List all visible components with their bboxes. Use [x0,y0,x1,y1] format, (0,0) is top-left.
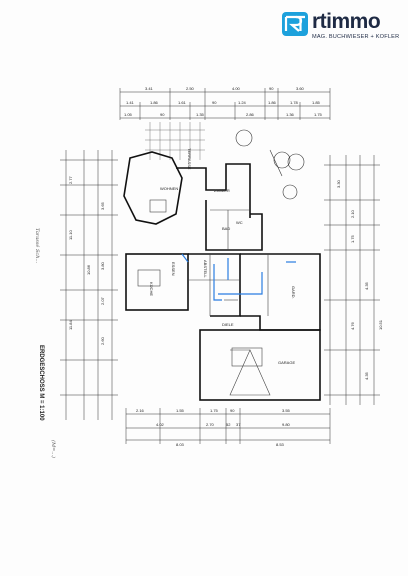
handwritten-note-right: (M=...) [50,440,57,458]
top-dim2-3: 1.61 [178,100,187,105]
right-dim-6: 4.35 [364,281,369,290]
left-dim-5: 3.80 [100,261,105,270]
left-dim-3: 10.86 [86,264,91,275]
right-dim-3: 1.75 [350,234,355,243]
rtimmo-logo: rtimmo MAG. BUCHWIESER + KOFLER [282,10,400,44]
bottom-dim3-2: 8.53 [276,442,285,447]
top-dim3-6: 1.75 [314,112,323,117]
left-dim-1: 2.77 [68,175,73,184]
room-diele: DIELE [222,322,234,327]
logo-subtitle: MAG. BUCHWIESER + KOFLER [312,34,400,40]
left-dim-2: 11.10 [68,230,73,240]
top-dim2-6: 1.86 [268,100,277,105]
top-dim3-5: 1.36 [286,112,295,117]
right-dim-7: 4.35 [364,371,369,380]
bottom-dim-2: 1.55 [176,408,185,413]
terrace-pergola [145,122,205,160]
left-dim-8: 11.84 [68,320,73,330]
top-dim-3: 4.00 [232,86,241,91]
interior-walls [137,199,271,396]
top-dim-4: 90 [269,86,274,91]
room-terrasse: TERRASSE [187,148,192,170]
handwritten-note-left: Tarassé Sch... [34,228,41,264]
right-dimension-lines [324,155,380,405]
bottom-dim-1: 2.16 [136,408,145,413]
logo-mark-icon [282,12,308,36]
right-dim-4: 4.76 [350,321,355,330]
building-walls [123,151,321,401]
top-dim2-4: 90 [212,100,217,105]
tree-symbols [235,129,305,200]
room-wc: WC [236,220,243,225]
room-essen: ESSEN [171,262,176,276]
bottom-dim2-4: 37 [236,422,241,427]
room-wohnen: WOHNEN [160,186,178,191]
top-dim2-2: 1.86 [150,100,159,105]
bottom-dim2-2: 2.70 [206,422,215,427]
left-dimension-lines [60,150,118,420]
plan-title: ERDGESCHOSS M = 1:100 [38,345,44,421]
top-dim2-7: 1.78 [290,100,299,105]
right-dim-1: 3.30 [336,179,341,188]
top-dim3-2: 90 [160,112,165,117]
left-dim-4: 3.65 [100,201,105,210]
bottom-dim-5: 3.55 [282,408,291,413]
top-dim2-8: 1.85 [312,100,321,105]
bottom-dimension-lines [125,408,331,444]
bottom-dim2-3: 52 [226,422,231,427]
bottom-dim-4: 90 [230,408,235,413]
top-dim3-4: 2.86 [246,112,255,117]
bottom-dim2-1: 4.02 [156,422,165,427]
room-kueche: KÜCHE [149,282,154,296]
left-dim-7: 2.60 [100,336,105,345]
top-dim2-1: 1.41 [126,100,135,105]
room-abstell: ABSTELL [203,260,208,278]
top-dimension-lines [119,88,331,120]
top-dim3-1: 1.05 [124,112,133,117]
top-dim3-3: 1.35 [196,112,205,117]
bottom-dim3-1: 8.03 [176,442,185,447]
markup-lines [181,253,296,301]
bottom-dim-3: 1.75 [210,408,219,413]
logo-name: rtimmo [312,10,381,33]
right-dim-5: 10.51 [378,319,383,330]
top-dim-5: 3.60 [296,86,305,91]
left-dim-6: 2.07 [100,296,105,305]
room-gard: GARD. [291,286,296,299]
bottom-dim2-5: 9.80 [282,422,291,427]
right-dim-2: 2.10 [350,209,355,218]
room-bad: BAD [222,226,230,231]
top-dim-1: 3.41 [145,86,154,91]
top-dim2-5: 1.24 [238,100,247,105]
top-dim-2: 2.50 [186,86,195,91]
room-zimmer: ZIMMER [214,188,230,193]
room-garage: GARAGE [278,360,295,365]
